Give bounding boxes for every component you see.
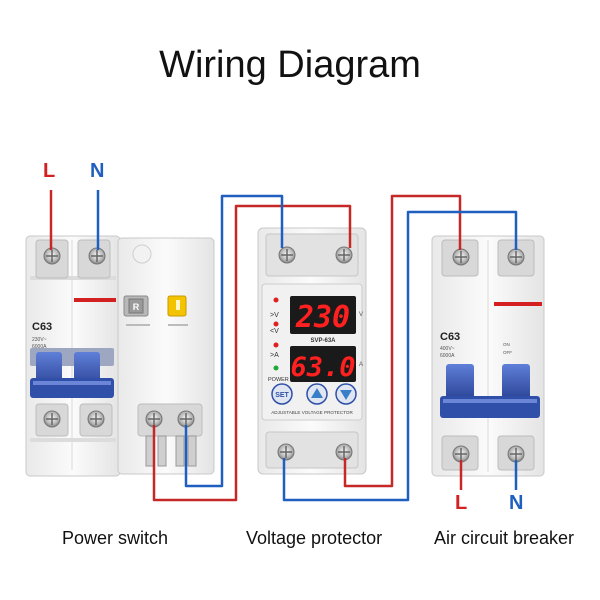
svg-text:V: V [359, 312, 363, 318]
svg-text:R: R [133, 302, 140, 312]
neutral-wire-switch-to-protector [184, 194, 284, 488]
voltage-protector-device: >V <V >A POWER 230 V SVP-63A 63.0 A SET … [257, 227, 367, 475]
svg-text:230: 230 [295, 300, 350, 335]
air-circuit-breaker-device: C63 400V~ 6000A ON OFF [431, 235, 545, 477]
diagram-title: Wiring Diagram [159, 44, 421, 86]
under-voltage-led-icon [273, 321, 279, 327]
svg-text:230V~: 230V~ [32, 337, 47, 343]
arrow-down-icon [340, 390, 352, 400]
svg-text:<V: <V [270, 328, 279, 335]
power-switch-device: C63 230V~ 6000A R [25, 235, 215, 477]
svg-text:ON: ON [503, 342, 510, 347]
wiring [49, 190, 518, 502]
supply-neutral-label: N [90, 160, 105, 182]
down-button[interactable] [335, 383, 357, 405]
svg-text:>V: >V [270, 312, 279, 319]
voltage-protector-caption: Voltage protector [246, 528, 383, 548]
neutral-wire-protector-to-breaker [282, 210, 518, 502]
svg-text:OFF: OFF [503, 350, 512, 355]
breaker-handle[interactable] [502, 364, 530, 406]
over-current-led-icon [273, 342, 279, 348]
set-button[interactable]: SET [271, 383, 293, 405]
svg-text:6000A: 6000A [32, 344, 47, 350]
air-circuit-breaker-caption: Air circuit breaker [434, 528, 575, 548]
protector-model: SVP-63A [310, 338, 336, 344]
power-switch-rating: C63 [32, 321, 52, 333]
output-live-label: L [455, 492, 468, 514]
arrow-up-icon [311, 388, 323, 398]
supply-live-label: L [43, 160, 56, 182]
svg-text:400V~: 400V~ [440, 346, 455, 352]
svg-text:POWER: POWER [268, 377, 289, 383]
live-wire-protector-to-breaker [343, 194, 462, 488]
red-stripe [74, 298, 116, 302]
voltage-display [290, 296, 356, 334]
svg-text:SET: SET [275, 392, 289, 399]
red-stripe [494, 302, 542, 306]
power-switch-caption: Power switch [62, 528, 169, 548]
svg-text:6000A: 6000A [440, 353, 455, 359]
power-led-icon [273, 365, 279, 371]
current-display [290, 346, 356, 382]
air-breaker-rating: C63 [440, 331, 460, 343]
svg-text:>A: >A [270, 352, 279, 359]
breaker-handle[interactable] [446, 364, 474, 406]
svg-text:63.0: 63.0 [290, 352, 355, 383]
output-neutral-label: N [509, 492, 524, 514]
over-voltage-led-icon [273, 297, 279, 303]
protector-footer: ADJUSTABLE VOLTAGE PROTECTOR [271, 410, 353, 415]
up-button[interactable] [306, 383, 328, 405]
svg-text:A: A [359, 362, 363, 368]
live-wire-switch-to-protector [152, 204, 352, 502]
